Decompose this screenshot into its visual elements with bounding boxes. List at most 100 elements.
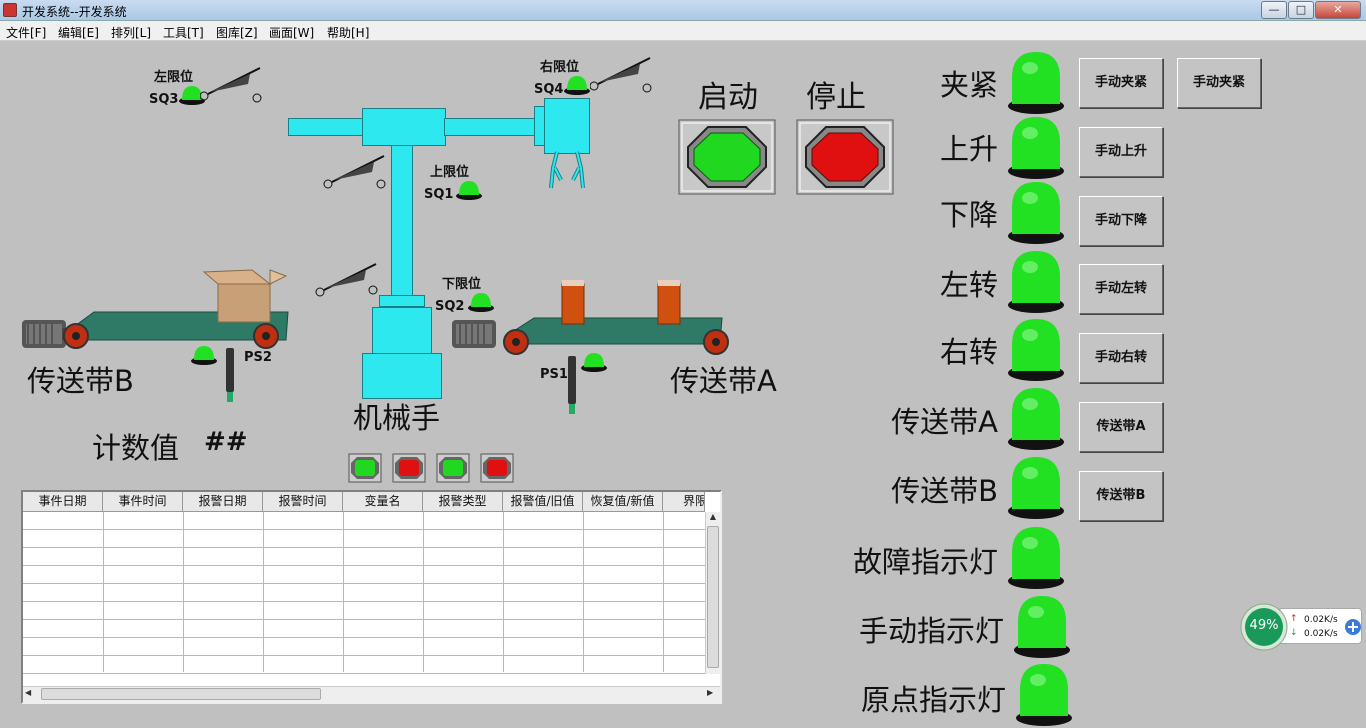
vertical-scroll-thumb[interactable] — [707, 526, 719, 668]
indicator-label-rise: 上升 — [939, 132, 998, 166]
manual-clamp-button-2[interactable]: 手动夹紧 — [1177, 58, 1261, 108]
menu-edit[interactable]: 编辑[E] — [58, 26, 99, 40]
upload-arrow-icon: ↑ — [1290, 614, 1298, 624]
workpiece-1-icon — [561, 280, 585, 325]
manual-conveyor-b-button[interactable]: 传送带B — [1079, 471, 1163, 521]
indicator-label-right-turn: 右转 — [939, 335, 998, 369]
network-speed-widget[interactable]: 49% ↑ 0.02K/s ↓ 0.02K/s — [1240, 602, 1364, 652]
title-bar: 开发系统--开发系统 — □ ✕ — [0, 0, 1366, 21]
table-row[interactable] — [23, 566, 705, 584]
status-button-red-2[interactable] — [480, 453, 514, 483]
arm-right-rail — [444, 118, 536, 136]
conveyor-a-graphic — [452, 317, 729, 355]
menu-arrange[interactable]: 排列[L] — [111, 26, 152, 40]
arm-base-upper — [372, 307, 432, 355]
table-horizontal-scrollbar[interactable]: ◀ ▶ — [23, 686, 720, 702]
arm-rotary-hub — [362, 108, 446, 146]
col-limit[interactable]: 界限 — [663, 492, 705, 512]
table-row[interactable] — [23, 656, 705, 674]
table-vertical-scrollbar[interactable]: ▲ — [705, 512, 720, 674]
menu-file[interactable]: 文件[F] — [6, 26, 47, 40]
manual-conveyor-a-button[interactable]: 传送带A — [1079, 402, 1163, 452]
col-variable-name[interactable]: 变量名 — [343, 492, 423, 512]
table-row[interactable] — [23, 530, 705, 548]
ps1-label: PS1 — [540, 367, 568, 382]
col-divider — [423, 512, 424, 672]
scroll-up-icon[interactable]: ▲ — [709, 512, 717, 521]
stop-label: 停止 — [806, 80, 866, 115]
col-event-time[interactable]: 事件时间 — [103, 492, 183, 512]
indicator-lamp-clamp — [1008, 52, 1064, 114]
down-limit-label: 下限位 — [442, 277, 482, 292]
sq1-label: SQ1 — [424, 187, 454, 202]
col-alarm-time[interactable]: 报警时间 — [263, 492, 343, 512]
ps2-lamp — [191, 346, 217, 365]
download-arrow-icon: ↓ — [1290, 628, 1298, 638]
start-button[interactable] — [678, 119, 776, 195]
col-divider — [183, 512, 184, 672]
stop-button[interactable] — [796, 119, 894, 195]
table-row[interactable] — [23, 602, 705, 620]
maximize-button[interactable]: □ — [1288, 1, 1314, 19]
counter-value: ## — [204, 427, 248, 457]
counter-label: 计数值 — [92, 431, 180, 465]
status-button-red-1[interactable] — [392, 453, 426, 483]
status-button-green-2[interactable] — [436, 453, 470, 483]
alarm-table[interactable]: 事件日期 事件时间 报警日期 报警时间 变量名 报警类型 报警值/旧值 恢复值/… — [21, 490, 722, 704]
gripper-claw-icon — [549, 151, 585, 189]
indicator-lamp-fall — [1008, 182, 1064, 244]
manual-rise-button[interactable]: 手动上升 — [1079, 127, 1163, 177]
sq2-lamp — [468, 293, 494, 312]
indicator-lamp-left-turn — [1008, 251, 1064, 313]
col-divider — [343, 512, 344, 672]
manual-clamp-button[interactable]: 手动夹紧 — [1079, 58, 1163, 108]
sq3-label: SQ3 — [149, 92, 179, 107]
col-alarm-type[interactable]: 报警类型 — [423, 492, 503, 512]
window-title: 开发系统--开发系统 — [22, 5, 127, 19]
col-event-date[interactable]: 事件日期 — [23, 492, 103, 512]
menu-screen[interactable]: 画面[W] — [269, 26, 315, 40]
sq3-lamp — [179, 86, 205, 105]
left-limit-label: 左限位 — [154, 70, 194, 85]
download-speed: 0.02K/s — [1304, 629, 1338, 639]
col-alarm-date[interactable]: 报警日期 — [183, 492, 263, 512]
conveyor-b-label: 传送带B — [27, 364, 134, 398]
sq2-label: SQ2 — [435, 299, 465, 314]
robot-label: 机械手 — [353, 401, 441, 435]
right-limit-label: 右限位 — [540, 60, 580, 75]
table-row[interactable] — [23, 548, 705, 566]
add-plus-icon[interactable] — [1344, 618, 1362, 636]
col-divider — [663, 512, 664, 672]
ps1-lamp — [581, 353, 607, 372]
upload-speed: 0.02K/s — [1304, 615, 1338, 625]
minimize-button[interactable]: — — [1261, 1, 1287, 19]
table-row[interactable] — [23, 620, 705, 638]
table-row[interactable] — [23, 512, 705, 530]
workpiece-2-icon — [657, 280, 681, 325]
horizontal-scroll-thumb[interactable] — [41, 688, 321, 700]
indicator-label-conveyor-b: 传送带B — [891, 474, 998, 508]
app-icon — [3, 3, 17, 17]
col-divider — [503, 512, 504, 672]
close-button[interactable]: ✕ — [1315, 1, 1361, 19]
manual-left-turn-button[interactable]: 手动左转 — [1079, 264, 1163, 314]
menu-library[interactable]: 图库[Z] — [216, 26, 258, 40]
col-restore-value[interactable]: 恢复值/新值 — [583, 492, 663, 512]
menu-help[interactable]: 帮助[H] — [327, 26, 370, 40]
menu-tools[interactable]: 工具[T] — [163, 26, 204, 40]
col-alarm-value[interactable]: 报警值/旧值 — [503, 492, 583, 512]
menu-bar: 文件[F] 编辑[E] 排列[L] 工具[T] 图库[Z] 画面[W] 帮助[H… — [0, 21, 1366, 41]
scroll-left-icon[interactable]: ◀ — [25, 688, 32, 697]
status-button-green-1[interactable] — [348, 453, 382, 483]
table-row[interactable] — [23, 584, 705, 602]
manual-fall-button[interactable]: 手动下降 — [1079, 196, 1163, 246]
start-label: 启动 — [698, 80, 758, 115]
memory-usage-percent: 49% — [1249, 618, 1279, 633]
table-row[interactable] — [23, 638, 705, 656]
manual-right-turn-button[interactable]: 手动右转 — [1079, 333, 1163, 383]
arm-base-lower — [362, 353, 442, 399]
arm-left-rail — [288, 118, 364, 136]
scroll-right-icon[interactable]: ▶ — [707, 688, 714, 697]
indicator-label-left-turn: 左转 — [939, 268, 998, 302]
sq4-lamp — [564, 76, 590, 95]
